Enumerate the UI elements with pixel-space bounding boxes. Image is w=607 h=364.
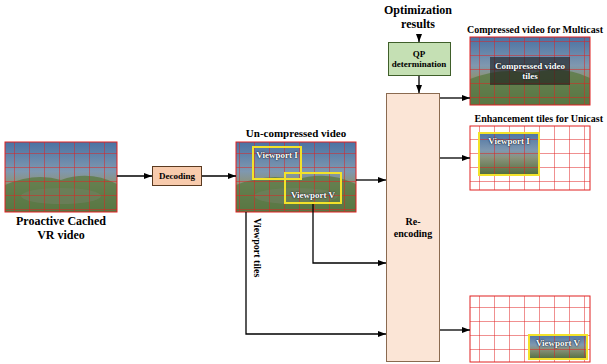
panorama-image <box>236 142 356 212</box>
panel-heading: Proactive Cached VR video <box>9 215 113 243</box>
box-text: Re-encoding <box>391 216 435 239</box>
tile-panel: Viewport V <box>470 296 590 362</box>
panel-text: Viewport I <box>488 136 529 146</box>
box-text: QP determination <box>391 49 448 70</box>
tiles-band: Compressed video tiles <box>490 57 570 85</box>
panorama-image <box>5 142 117 212</box>
panel-text: Compressed video tiles <box>490 61 570 82</box>
tile-grid <box>470 126 590 190</box>
viewport-box: Viewport I <box>478 132 540 176</box>
edge-label: Viewport tiles <box>251 218 263 277</box>
flow-arrow <box>202 175 236 176</box>
flow-arrow <box>418 34 419 42</box>
input-label: Optimization results <box>370 3 466 33</box>
flow-arrow <box>356 179 386 180</box>
tile-panel: Enhancement tiles for UnicastViewport I <box>470 126 590 190</box>
process-box: Re-encoding <box>386 93 440 362</box>
flow-arrow <box>117 175 152 176</box>
panel-text: Viewport V <box>536 338 580 348</box>
flow-arrow <box>246 212 386 334</box>
box-text: Viewport I <box>256 150 297 160</box>
viewport-box: Viewport I <box>252 146 302 180</box>
box-text: Viewport V <box>291 190 335 200</box>
box-text: Decoding <box>159 171 195 181</box>
process-box: Decoding <box>152 166 202 186</box>
flow-arrow <box>440 157 470 158</box>
panel-heading: Un-compressed video <box>246 127 346 140</box>
viewport-box: Viewport V <box>284 172 342 204</box>
video-panel: Compressed video for MulticastCompressed… <box>470 37 590 105</box>
video-panel: Un-compressed videoViewport IViewport V <box>236 142 356 212</box>
tile-grid <box>470 296 590 362</box>
flow-arrow <box>440 97 470 98</box>
panorama-image <box>470 37 590 105</box>
flow-arrow <box>313 204 386 263</box>
process-box: QP determination <box>388 42 451 76</box>
flow-arrow <box>418 76 419 93</box>
viewport-box: Viewport V <box>528 334 588 360</box>
flow-arrow <box>440 329 470 330</box>
panel-heading: Enhancement tiles for Unicast <box>475 113 603 125</box>
video-panel: Proactive Cached VR video <box>5 142 117 212</box>
box-text: Optimization results <box>370 4 466 32</box>
panel-heading: Compressed video for Multicast <box>467 24 603 36</box>
